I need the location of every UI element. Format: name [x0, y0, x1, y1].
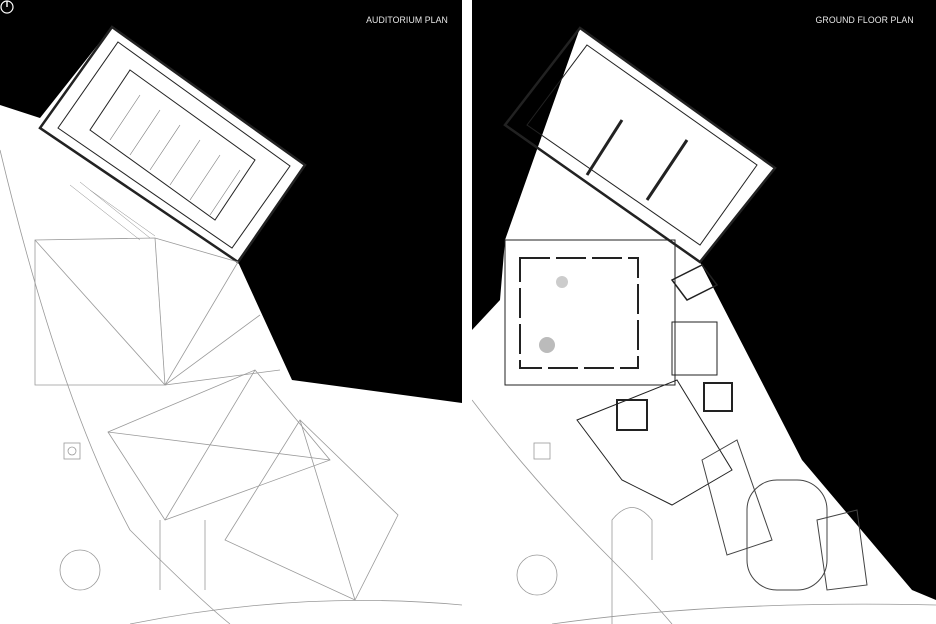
north-arrow-icon [0, 0, 14, 14]
ground-floor-plan-drawing [472, 26, 936, 624]
auditorium-plan-drawing [0, 25, 462, 624]
parking-lots [701, 439, 868, 591]
site-terrain [472, 28, 936, 624]
ground-floor-building [503, 26, 777, 506]
site-lines [472, 399, 936, 624]
ground-floor-plan-panel: GROUND FLOOR PLAN [472, 0, 936, 624]
site-lines [0, 149, 462, 624]
hatched-slope [69, 181, 156, 241]
auditorium-plan-title: AUDITORIUM PLAN [366, 15, 448, 26]
ground-floor-plan-title: GROUND FLOOR PLAN [815, 15, 914, 26]
auditorium-plan-panel: AUDITORIUM PLAN [0, 0, 462, 624]
site-terrain [0, 27, 462, 624]
